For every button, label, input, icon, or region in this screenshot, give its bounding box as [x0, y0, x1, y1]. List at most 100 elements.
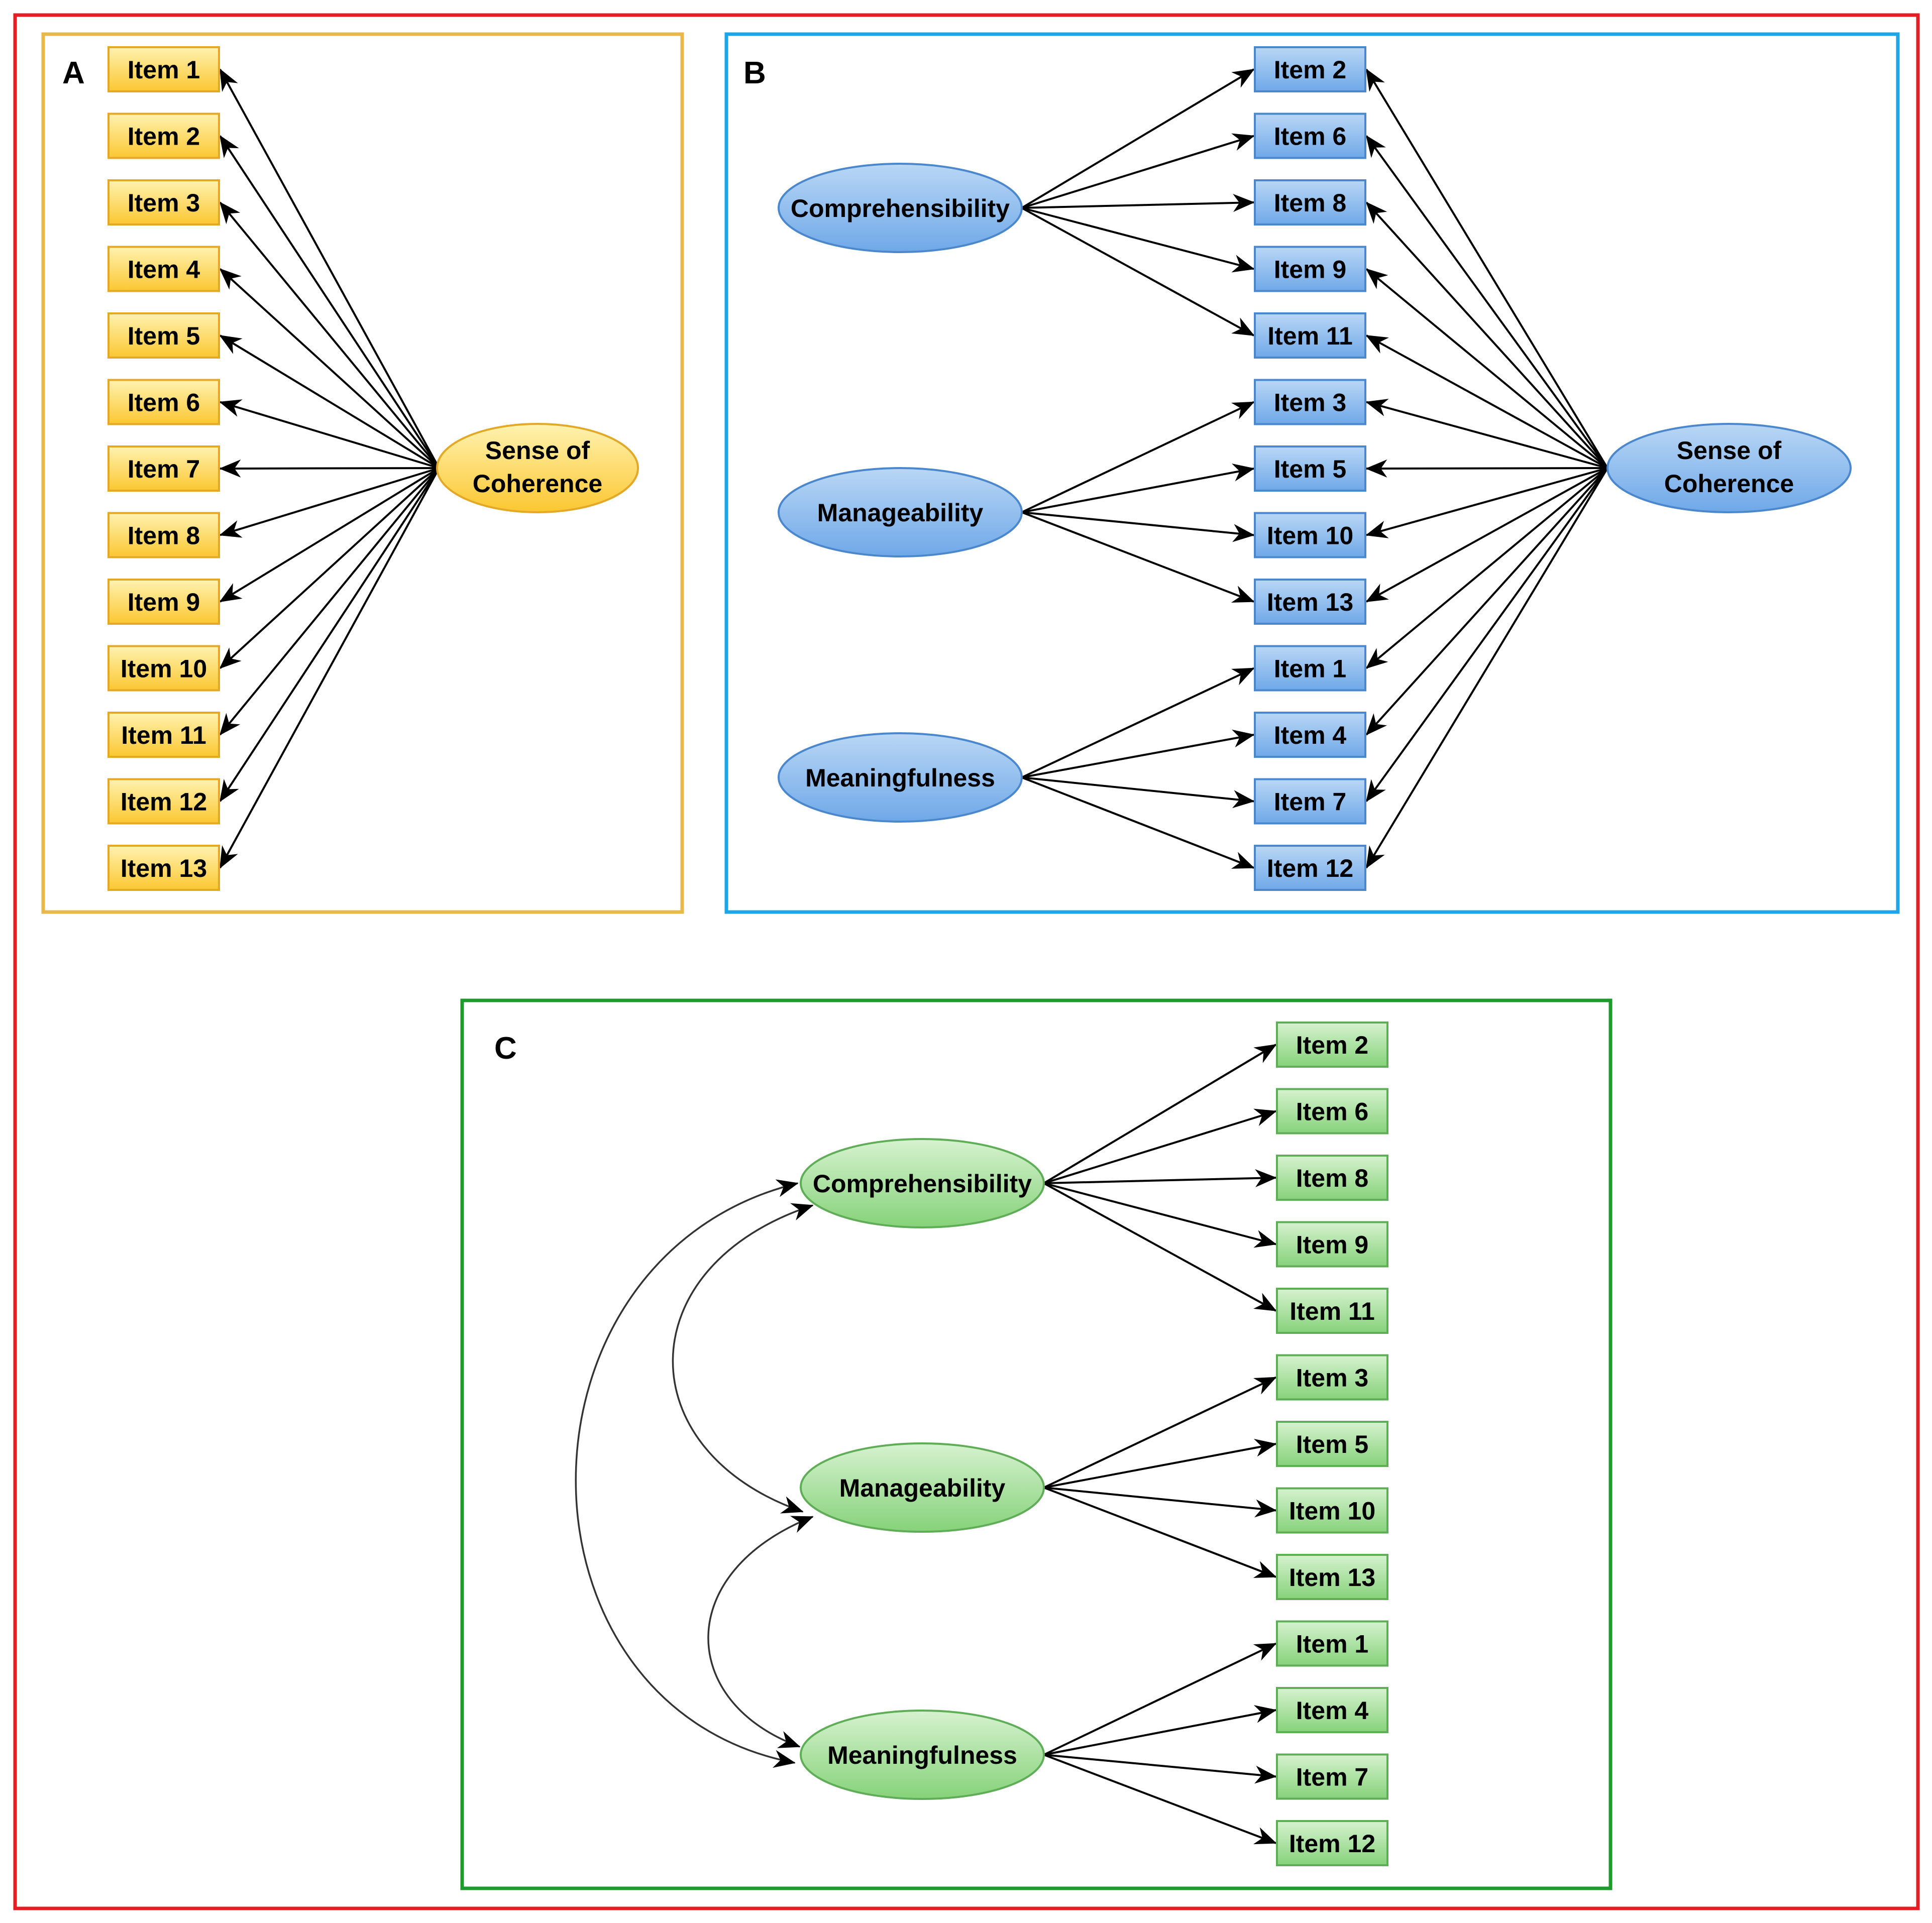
meaningfulness-ellipse	[778, 732, 1023, 823]
loading-sense-of-coherence-to-item-9	[1365, 268, 1608, 469]
panel-b-item-12-rect	[1254, 845, 1366, 891]
loading-sense-of-coherence-to-item-10	[219, 467, 440, 669]
manageability-ellipse	[778, 467, 1023, 557]
loading-meaningfulness-to-item-4	[1021, 729, 1255, 778]
panel-c-item-1-box: Item 1	[1276, 1620, 1388, 1667]
loading-manageability-to-item-3	[1021, 401, 1255, 513]
panel-a-frame	[41, 32, 684, 914]
panel-b-item-5-rect	[1254, 445, 1366, 492]
panel-a-item-10-box: Item 10	[108, 645, 220, 692]
panel-b-item-7-label: Item 7	[1274, 788, 1347, 816]
panel-c-comprehensibility-node: Comprehensibility	[800, 1138, 1045, 1228]
loading-manageability-to-item-5	[1021, 463, 1255, 513]
loading-sense-of-coherence-to-item-2	[1365, 68, 1608, 469]
loading-sense-of-coherence-to-item-12	[1365, 467, 1608, 869]
panel-a-item-1-box: Item 1	[108, 46, 220, 92]
manageability-label: Manageability	[839, 1474, 1006, 1502]
panel-a-item-12-box: Item 12	[108, 778, 220, 825]
comprehensibility-label: Comprehensibility	[813, 1170, 1032, 1198]
panel-b-item-11-rect	[1254, 312, 1366, 359]
panel-b-item-4-label: Item 4	[1274, 721, 1347, 749]
loading-meaningfulness-to-item-7	[1021, 776, 1255, 809]
panel-b-item-1-box: Item 1	[1254, 645, 1366, 692]
panel-a-item-1-label: Item 1	[128, 56, 200, 84]
loading-comprehensibility-to-item-11	[1043, 1182, 1277, 1312]
panel-a-item-8-label: Item 8	[128, 522, 200, 550]
correlation-comprehensibility-manageability	[672, 1203, 814, 1514]
panel-b-item-11-box: Item 11	[1254, 312, 1366, 359]
panel-c-frame	[460, 998, 1613, 1890]
loading-sense-of-coherence-to-item-12	[219, 467, 440, 803]
panel-c-item-6-label: Item 6	[1296, 1098, 1369, 1126]
panel-b-bifactor-model: Item 2 Item 6 Item 8 Item 9 Item 11 Item 3 Ite…	[778, 46, 1852, 891]
panel-c-item-10-box: Item 10	[1276, 1487, 1388, 1534]
loading-comprehensibility-to-item-9	[1021, 207, 1255, 273]
panel-b-item-1-label: Item 1	[1274, 655, 1347, 683]
panel-b-item-10-rect	[1254, 512, 1366, 558]
panel-a-item-5-label: Item 5	[128, 322, 200, 350]
loading-manageability-to-item-5	[1043, 1438, 1277, 1489]
meaningfulness-ellipse	[800, 1710, 1045, 1800]
loading-manageability-to-item-10	[1021, 511, 1255, 542]
panel-a-item-7-box: Item 7	[108, 445, 220, 492]
panel-a-item-4-label: Item 4	[128, 256, 200, 284]
loading-sense-of-coherence-to-item-7	[219, 459, 440, 478]
loading-sense-of-coherence-to-item-6	[219, 399, 440, 469]
comprehensibility-ellipse	[800, 1138, 1045, 1228]
panel-a-item-11-rect	[108, 712, 220, 758]
loading-sense-of-coherence-to-item-3	[219, 201, 440, 469]
loading-manageability-to-item-13	[1021, 511, 1255, 603]
panel-b-item-5-label: Item 5	[1274, 455, 1347, 483]
panel-c-item-11-box: Item 11	[1276, 1288, 1388, 1334]
panel-a-item-10-rect	[108, 645, 220, 692]
manageability-label: Manageability	[817, 499, 984, 527]
sense-of-coherence-label-line2: Coherence	[1664, 470, 1794, 498]
panel-c-manageability-node: Manageability	[800, 1442, 1045, 1533]
manageability-ellipse	[800, 1442, 1045, 1533]
panel-a-item-3-label: Item 3	[128, 189, 200, 217]
loading-meaningfulness-to-item-4	[1043, 1705, 1277, 1756]
panel-b-frame	[724, 32, 1900, 914]
panel-b-item-3-label: Item 3	[1274, 389, 1347, 417]
panel-a-item-3-rect	[108, 179, 220, 225]
panel-b-item-6-label: Item 6	[1274, 123, 1347, 151]
loading-comprehensibility-to-item-11	[1021, 207, 1255, 336]
panel-c-item-11-label: Item 11	[1290, 1297, 1375, 1325]
loading-sense-of-coherence-to-item-11	[1365, 334, 1608, 469]
panel-c-letter: C	[494, 1031, 517, 1066]
loading-sense-of-coherence-to-item-4	[1365, 467, 1608, 736]
panel-b-item-13-box: Item 13	[1254, 579, 1366, 625]
panel-c-item-9-label: Item 9	[1296, 1231, 1369, 1259]
panel-c-item-8-rect	[1276, 1155, 1388, 1201]
loading-sense-of-coherence-to-item-5	[219, 334, 440, 469]
panel-b-item-8-label: Item 8	[1274, 189, 1347, 217]
comprehensibility-label: Comprehensibility	[791, 194, 1010, 222]
panel-a-item-11-box: Item 11	[108, 712, 220, 758]
panel-b-item-9-label: Item 9	[1274, 256, 1347, 284]
sense-of-coherence-label-line1: Sense of	[1677, 436, 1782, 465]
loading-sense-of-coherence-to-item-11	[219, 467, 440, 736]
panel-c-meaningfulness-node: Meaningfulness	[800, 1710, 1045, 1800]
correlation-manageability-meaningfulness	[707, 1516, 814, 1748]
loading-meaningfulness-to-item-7	[1043, 1754, 1277, 1784]
panel-a-item-3-box: Item 3	[108, 179, 220, 225]
panel-b-item-2-label: Item 2	[1274, 56, 1347, 84]
panel-c-item-3-label: Item 3	[1296, 1364, 1369, 1392]
panel-c-item-11-rect	[1276, 1288, 1388, 1334]
panel-c-item-8-label: Item 8	[1296, 1164, 1369, 1192]
panel-b-loadings	[1021, 68, 1608, 869]
loading-meaningfulness-to-item-1	[1021, 667, 1255, 778]
panel-b-item-6-rect	[1254, 112, 1366, 159]
panel-a-item-2-box: Item 2	[108, 112, 220, 159]
panel-c-item-10-rect	[1276, 1487, 1388, 1534]
panel-a-item-9-label: Item 9	[128, 588, 200, 616]
panel-c-item-2-rect	[1276, 1022, 1388, 1068]
panel-b-item-7-rect	[1254, 778, 1366, 825]
loading-manageability-to-item-3	[1043, 1376, 1277, 1489]
loading-sense-of-coherence-to-item-3	[1365, 399, 1608, 469]
outer-frame	[13, 13, 1920, 1910]
panel-a-item-9-box: Item 9	[108, 579, 220, 625]
sense-of-coherence-label-line2: Coherence	[473, 470, 602, 498]
